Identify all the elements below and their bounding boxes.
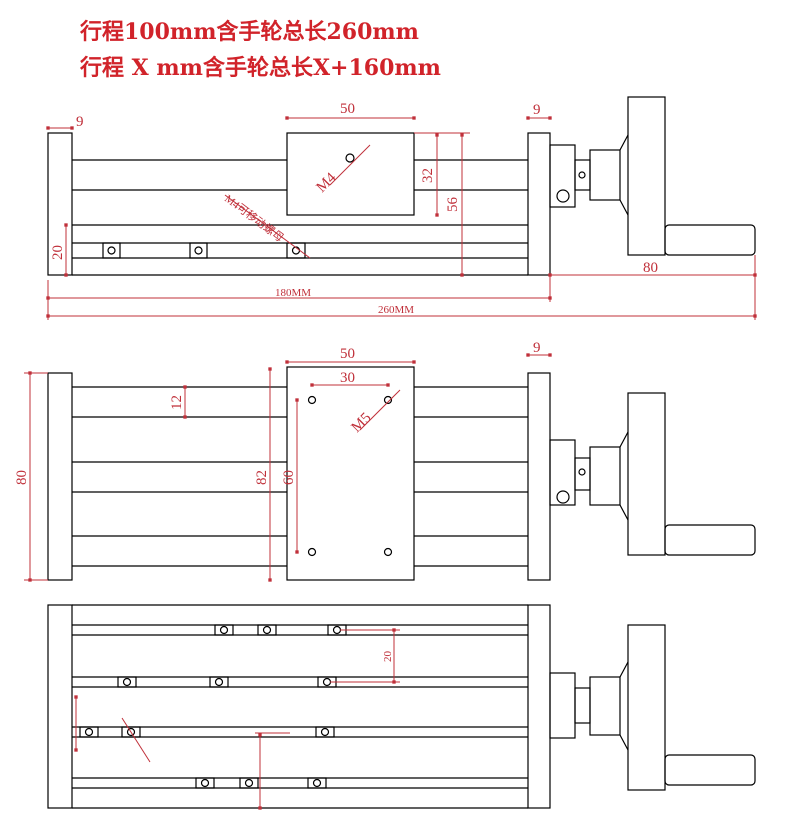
dim-body-length: 180MM xyxy=(275,287,311,299)
handle xyxy=(664,224,756,256)
title-line-2: 行程 X mm含手轮总长X+160mm xyxy=(80,55,441,81)
right-end-plate xyxy=(527,604,551,809)
dim-handwheel: 80 xyxy=(643,260,658,276)
dim-carriage-height: 32 xyxy=(420,168,436,183)
dim-width: 80 xyxy=(14,470,30,485)
top-view: 50 30 9 12 80 82 60 M5 xyxy=(14,340,756,582)
handle xyxy=(664,524,756,556)
motor-coupler xyxy=(549,624,756,791)
motor-coupler xyxy=(549,96,756,256)
dim-total-length: 260MM xyxy=(378,304,414,316)
nuts xyxy=(102,242,306,259)
label-m4-nut: M4可移动螺母 xyxy=(222,192,286,245)
dim-plate-right: 9 xyxy=(533,340,541,356)
handle xyxy=(664,754,756,786)
dim-hole-spacing-x: 30 xyxy=(340,370,355,386)
dim-plate: 9 xyxy=(76,114,84,130)
slots xyxy=(72,624,528,789)
side-view: 9 9 50 32 56 20 180MM 260MM 80 M4 M4可移动螺… xyxy=(46,96,757,320)
handwheel xyxy=(627,624,666,791)
m5-holes xyxy=(307,395,393,557)
bottom-view: 20 xyxy=(47,604,756,810)
dim-total-height: 56 xyxy=(445,197,461,213)
dim-plate-right: 9 xyxy=(533,102,541,118)
right-end-plate xyxy=(527,132,551,276)
carriage xyxy=(286,366,415,581)
title-line-1: 行程100mm含手轮总长260mm xyxy=(80,19,419,45)
dim-hole-spacing-y: 60 xyxy=(281,470,297,485)
dim-slot-spacing: 20 xyxy=(382,651,394,663)
dim-rail-height: 20 xyxy=(50,245,66,260)
carriage xyxy=(286,132,415,216)
dim-rail-offset: 12 xyxy=(169,395,185,410)
nuts xyxy=(79,624,347,789)
handwheel xyxy=(627,392,666,556)
dim-carriage-length: 82 xyxy=(254,470,270,485)
left-end-plate xyxy=(47,604,73,809)
dim-carriage-width: 50 xyxy=(340,101,355,117)
handwheel xyxy=(627,96,666,256)
left-end-plate xyxy=(47,372,73,581)
dim-carriage-width: 50 xyxy=(340,346,355,362)
right-end-plate xyxy=(527,372,551,581)
m4-hole-icon xyxy=(345,153,355,163)
motor-coupler xyxy=(549,392,756,556)
left-end-plate xyxy=(47,132,73,276)
